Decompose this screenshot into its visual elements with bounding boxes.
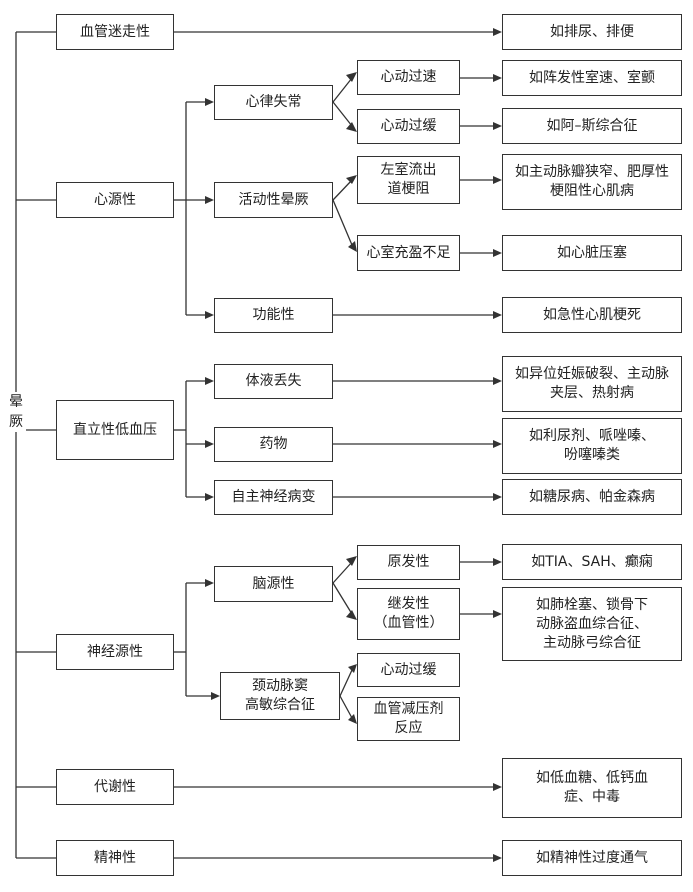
category-orthostatic-hypotension: 直立性低血压 <box>56 400 174 460</box>
category-neurogenic: 神经源性 <box>56 634 174 670</box>
subtype-fluid-loss: 体液丢失 <box>214 364 333 399</box>
root-label-syncope: 晕 厥 <box>6 392 26 432</box>
category-psychiatric: 精神性 <box>56 840 174 876</box>
example-autonomic: 如糖尿病、帕金森病 <box>502 479 682 515</box>
subtype-carotid-sinus-hypersensitivity: 颈动脉窦 高敏综合征 <box>220 672 340 720</box>
arrowheads <box>205 28 502 862</box>
example-ventricular-underfilling: 如心脏压塞 <box>502 235 682 271</box>
subtype-cerebral: 脑源性 <box>214 566 333 602</box>
example-drugs: 如利尿剂、哌唑嗪、 吩噻嗪类 <box>502 418 682 474</box>
category-metabolic: 代谢性 <box>56 769 174 805</box>
example-lvot-obstruction: 如主动脉瓣狭窄、肥厚性 梗阻性心肌病 <box>502 154 682 210</box>
detail-tachycardia: 心动过速 <box>357 60 460 95</box>
detail-primary: 原发性 <box>357 545 460 580</box>
example-fluid-loss: 如异位妊娠破裂、主动脉 夹层、热射病 <box>502 356 682 412</box>
detail-secondary-vascular: 继发性 （血管性） <box>357 588 460 640</box>
detail-lvot-obstruction: 左室流出 道梗阻 <box>357 156 460 204</box>
subtype-functional: 功能性 <box>214 298 333 333</box>
example-functional: 如急性心肌梗死 <box>502 297 682 333</box>
example-vasovagal: 如排尿、排便 <box>502 14 682 50</box>
detail-carotid-bradycardia: 心动过缓 <box>357 653 460 687</box>
subtype-exertional-syncope: 活动性晕厥 <box>214 182 333 218</box>
example-psychiatric: 如精神性过度通气 <box>502 840 682 876</box>
example-tachycardia: 如阵发性室速、室颤 <box>502 60 682 96</box>
detail-vasodepressor-response: 血管减压剂 反应 <box>357 697 460 741</box>
subtype-drugs: 药物 <box>214 427 333 462</box>
subtype-arrhythmia: 心律失常 <box>214 85 333 120</box>
category-vasovagal: 血管迷走性 <box>56 14 174 50</box>
example-secondary: 如肺栓塞、锁骨下 动脉盗血综合征、 主动脉弓综合征 <box>502 587 682 661</box>
category-cardiac: 心源性 <box>56 182 174 218</box>
subtype-autonomic-neuropathy: 自主神经病变 <box>214 480 333 515</box>
detail-bradycardia: 心动过缓 <box>357 109 460 144</box>
example-metabolic: 如低血糖、低钙血 症、中毒 <box>502 758 682 818</box>
detail-ventricular-underfilling: 心室充盈不足 <box>357 235 460 271</box>
example-primary: 如TIA、SAH、癫痫 <box>502 544 682 580</box>
example-bradycardia: 如阿–斯综合征 <box>502 108 682 144</box>
